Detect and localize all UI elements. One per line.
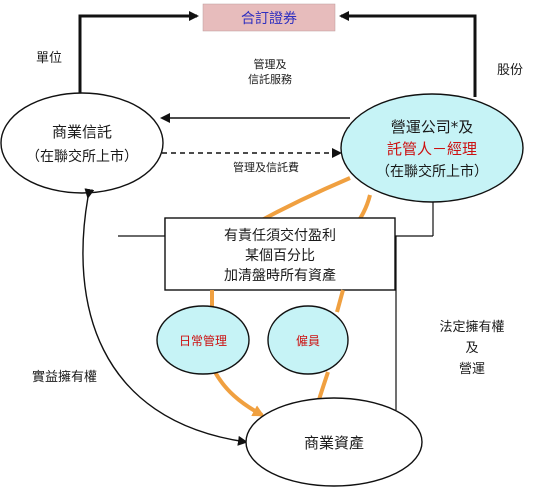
employees-label: 僱員	[296, 333, 320, 348]
stapled-securities-box	[202, 3, 336, 32]
units-arrow	[78, 11, 199, 93]
operator-line3: （在聯交所上市）	[376, 163, 488, 180]
services-label-line2: 信託服務	[248, 72, 292, 86]
distribution-line1: 有責任須交付盈利	[224, 227, 336, 244]
operator-line2: 託管人－經理	[387, 140, 477, 158]
shares-arrow	[339, 11, 477, 97]
shares-label: 股份	[497, 63, 523, 78]
stapled-securities-label: 合訂證券	[241, 10, 297, 27]
units-label: 單位	[36, 51, 62, 66]
legal-ownership-line1: 法定擁有權	[439, 320, 504, 335]
distribution-line3: 加清盤時所有資產	[224, 267, 336, 284]
business-assets-label: 商業資產	[304, 434, 364, 452]
daily-management-label: 日常管理	[179, 333, 227, 348]
orange-path-right-lower	[335, 289, 345, 313]
employees-node	[267, 305, 349, 375]
beneficial-ownership-arrow	[82, 188, 248, 446]
operator-line1: 營運公司*及	[391, 118, 474, 136]
operator-node	[340, 93, 524, 203]
legal-ownership-line2: 及	[465, 341, 478, 356]
beneficial-ownership-label: 實益擁有權	[32, 369, 97, 385]
fee-label: 管理及信託費	[233, 160, 299, 174]
orange-arrow-daily-management	[213, 371, 265, 417]
services-label-line1: 管理及	[254, 57, 287, 71]
business-trust-node	[0, 92, 164, 194]
business-assets-node	[245, 397, 423, 487]
distribution-line2: 某個百分比	[245, 248, 315, 264]
business-trust-line2: （在聯交所上市）	[26, 148, 138, 165]
legal-ownership-line3: 營運	[459, 362, 485, 377]
business-trust-line1: 商業信託	[52, 123, 112, 141]
